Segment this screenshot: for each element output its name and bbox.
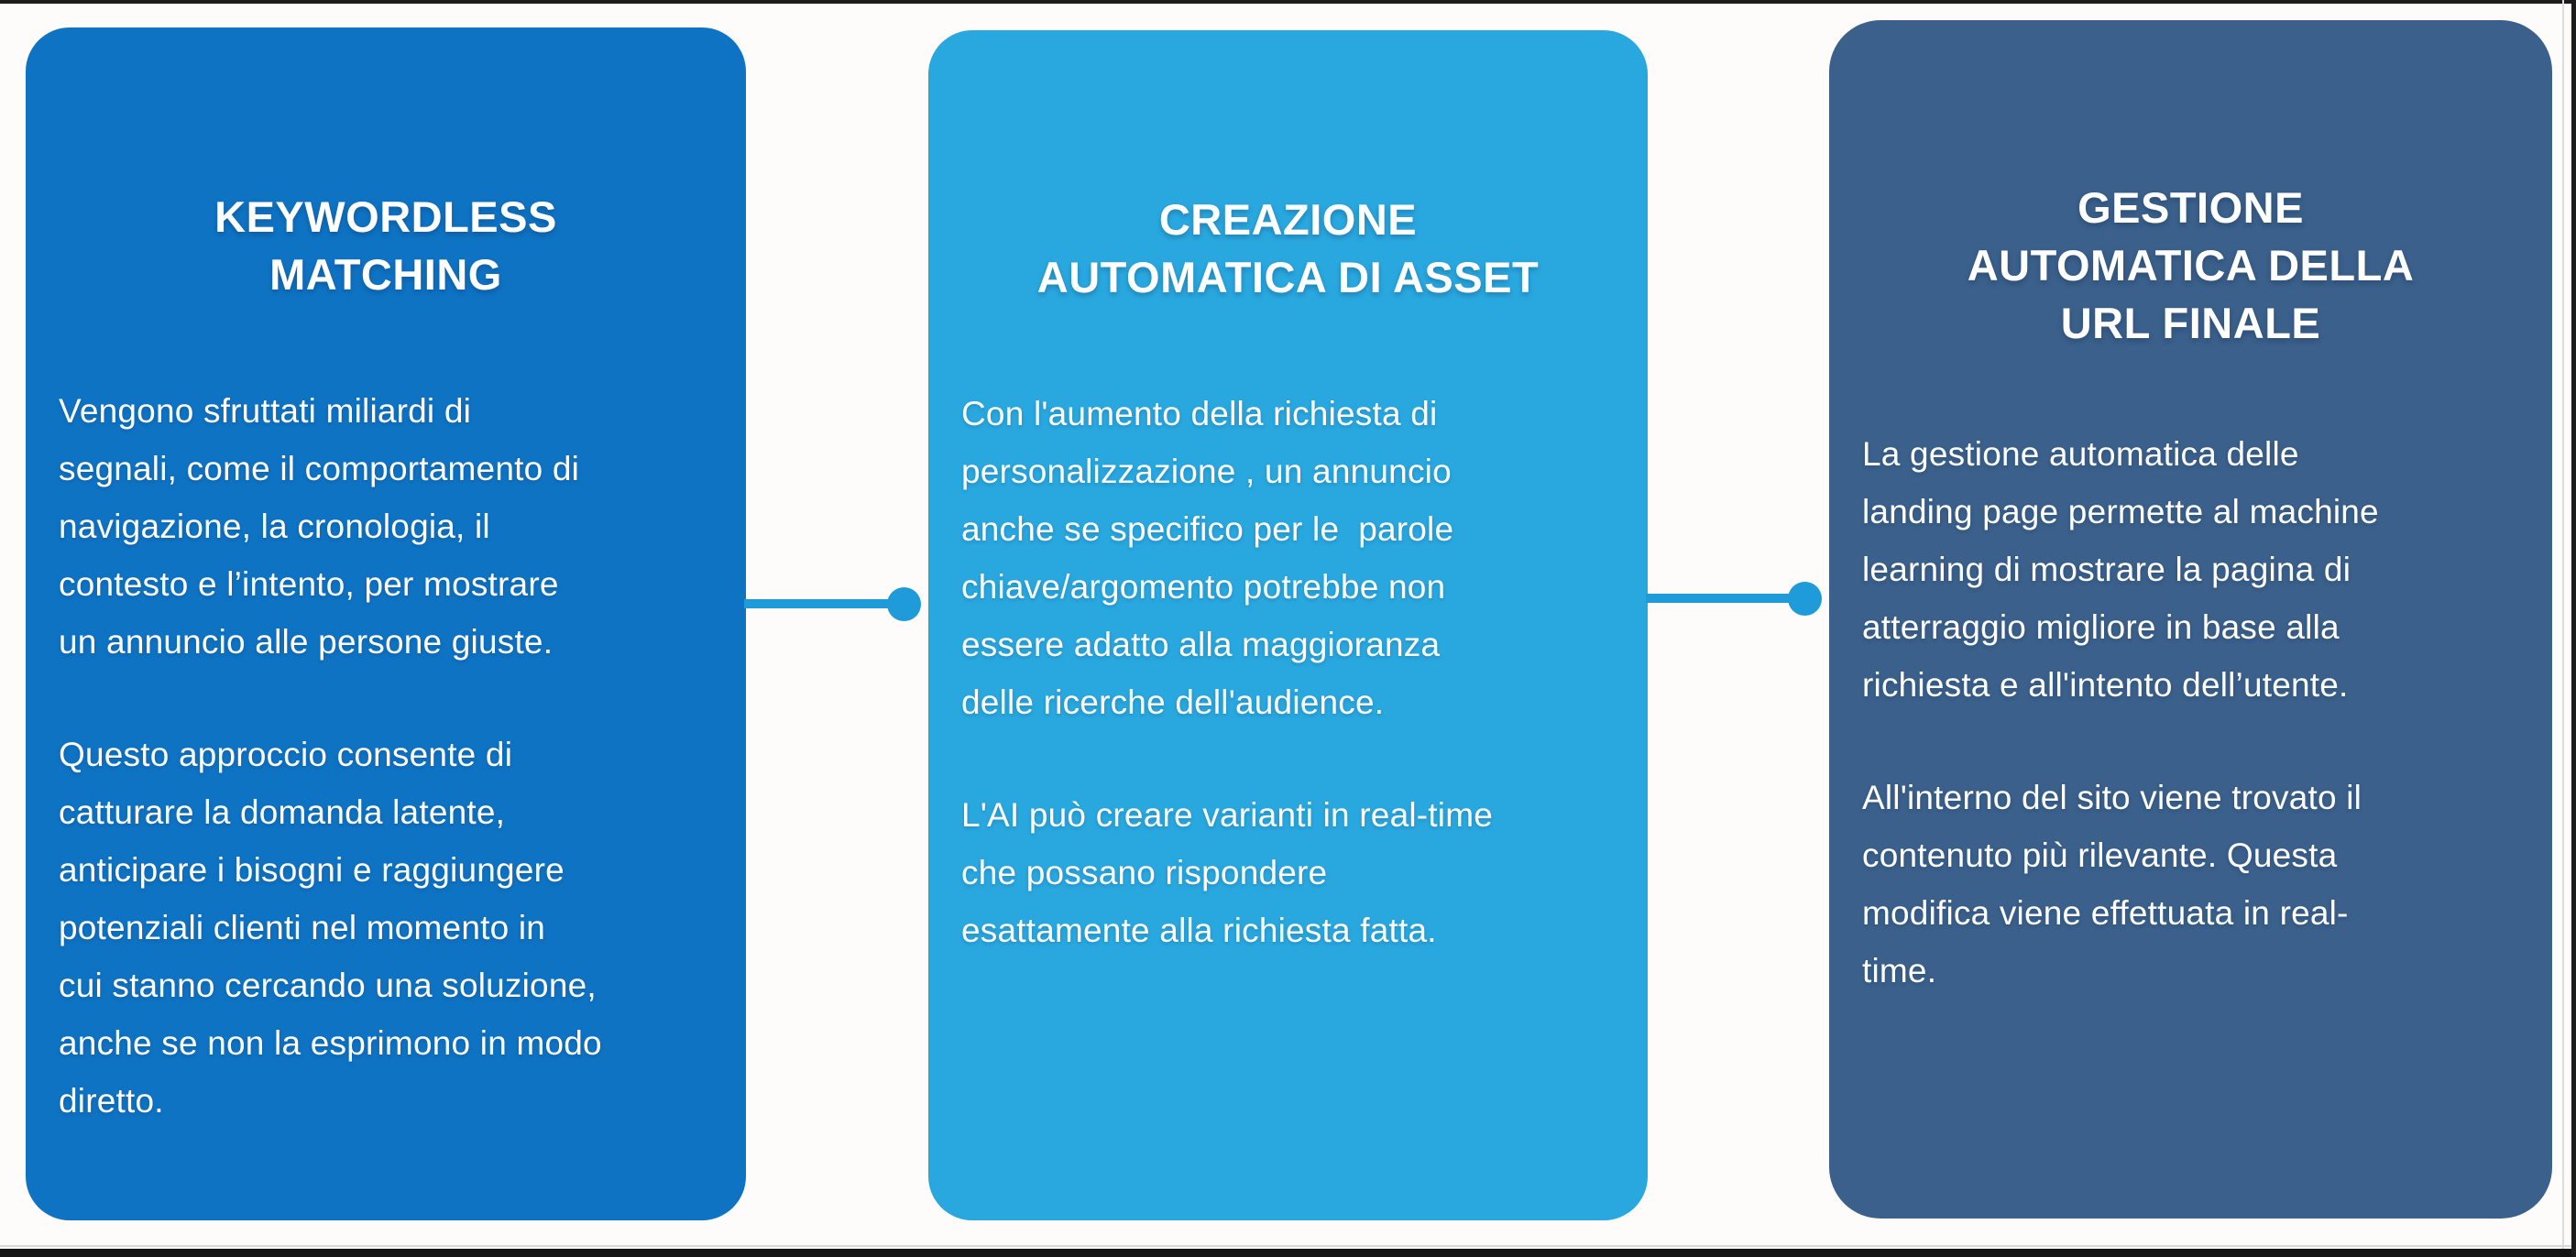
connector-dot — [1788, 582, 1822, 616]
frame-right-hairline — [2562, 0, 2564, 1257]
frame-bottom-hairline — [0, 1245, 2576, 1247]
connector-line — [1646, 594, 1797, 603]
frame-top-border — [0, 0, 2576, 4]
connector-line — [744, 599, 895, 608]
frame-right-border — [2571, 0, 2576, 1257]
frame-bottom-border — [0, 1249, 2576, 1257]
connector-dot — [887, 587, 921, 621]
